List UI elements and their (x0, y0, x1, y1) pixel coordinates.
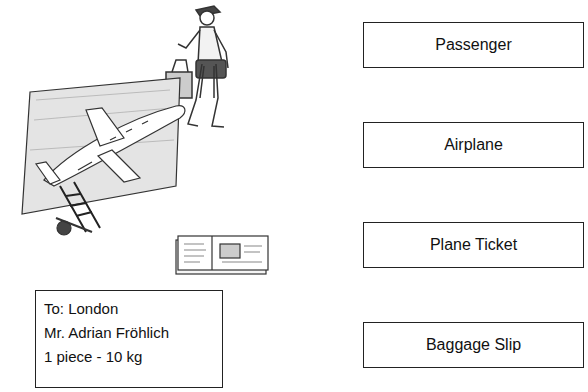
ticket-picture-part (184, 244, 206, 262)
airplane-picture-part (56, 218, 92, 232)
label-box: Plane Ticket (363, 222, 584, 268)
label-box: Baggage Slip (363, 322, 584, 368)
node-text: Plane Ticket (430, 236, 517, 254)
node-text: Mr. Adrian Fröhlich (44, 321, 214, 345)
airplane-picture-part (22, 78, 180, 214)
airplane-picture-part (78, 162, 92, 170)
node-text: Passenger (435, 36, 512, 54)
ticket-picture-part (222, 246, 262, 262)
airplane-picture-part (44, 106, 185, 186)
label-box: Passenger (363, 22, 584, 68)
ticket-picture-part (220, 244, 240, 258)
node-text: Airplane (444, 136, 503, 154)
passenger-figure-part (200, 66, 214, 98)
ticket-picture-part (178, 236, 268, 270)
node-text: 1 piece - 10 kg (44, 345, 214, 369)
node-text: To: London (44, 297, 214, 321)
ticket-picture-part (211, 236, 212, 270)
airplane-picture-part (110, 121, 148, 140)
airplane-picture (22, 78, 185, 235)
airplane-picture-part (86, 108, 124, 146)
label-box: Airplane (363, 122, 584, 168)
passenger-figure-part (198, 27, 222, 64)
airplane-picture-part (36, 162, 60, 184)
baggage-slip: To: LondonMr. Adrian Fröhlich1 piece - 1… (35, 290, 223, 388)
passenger-figure-part (172, 60, 188, 72)
node-text: Baggage Slip (426, 336, 521, 354)
ticket-picture (176, 236, 268, 274)
passenger-figure-part (200, 11, 214, 25)
airplane-picture-part (98, 150, 140, 182)
passenger-figure-part (178, 30, 200, 48)
